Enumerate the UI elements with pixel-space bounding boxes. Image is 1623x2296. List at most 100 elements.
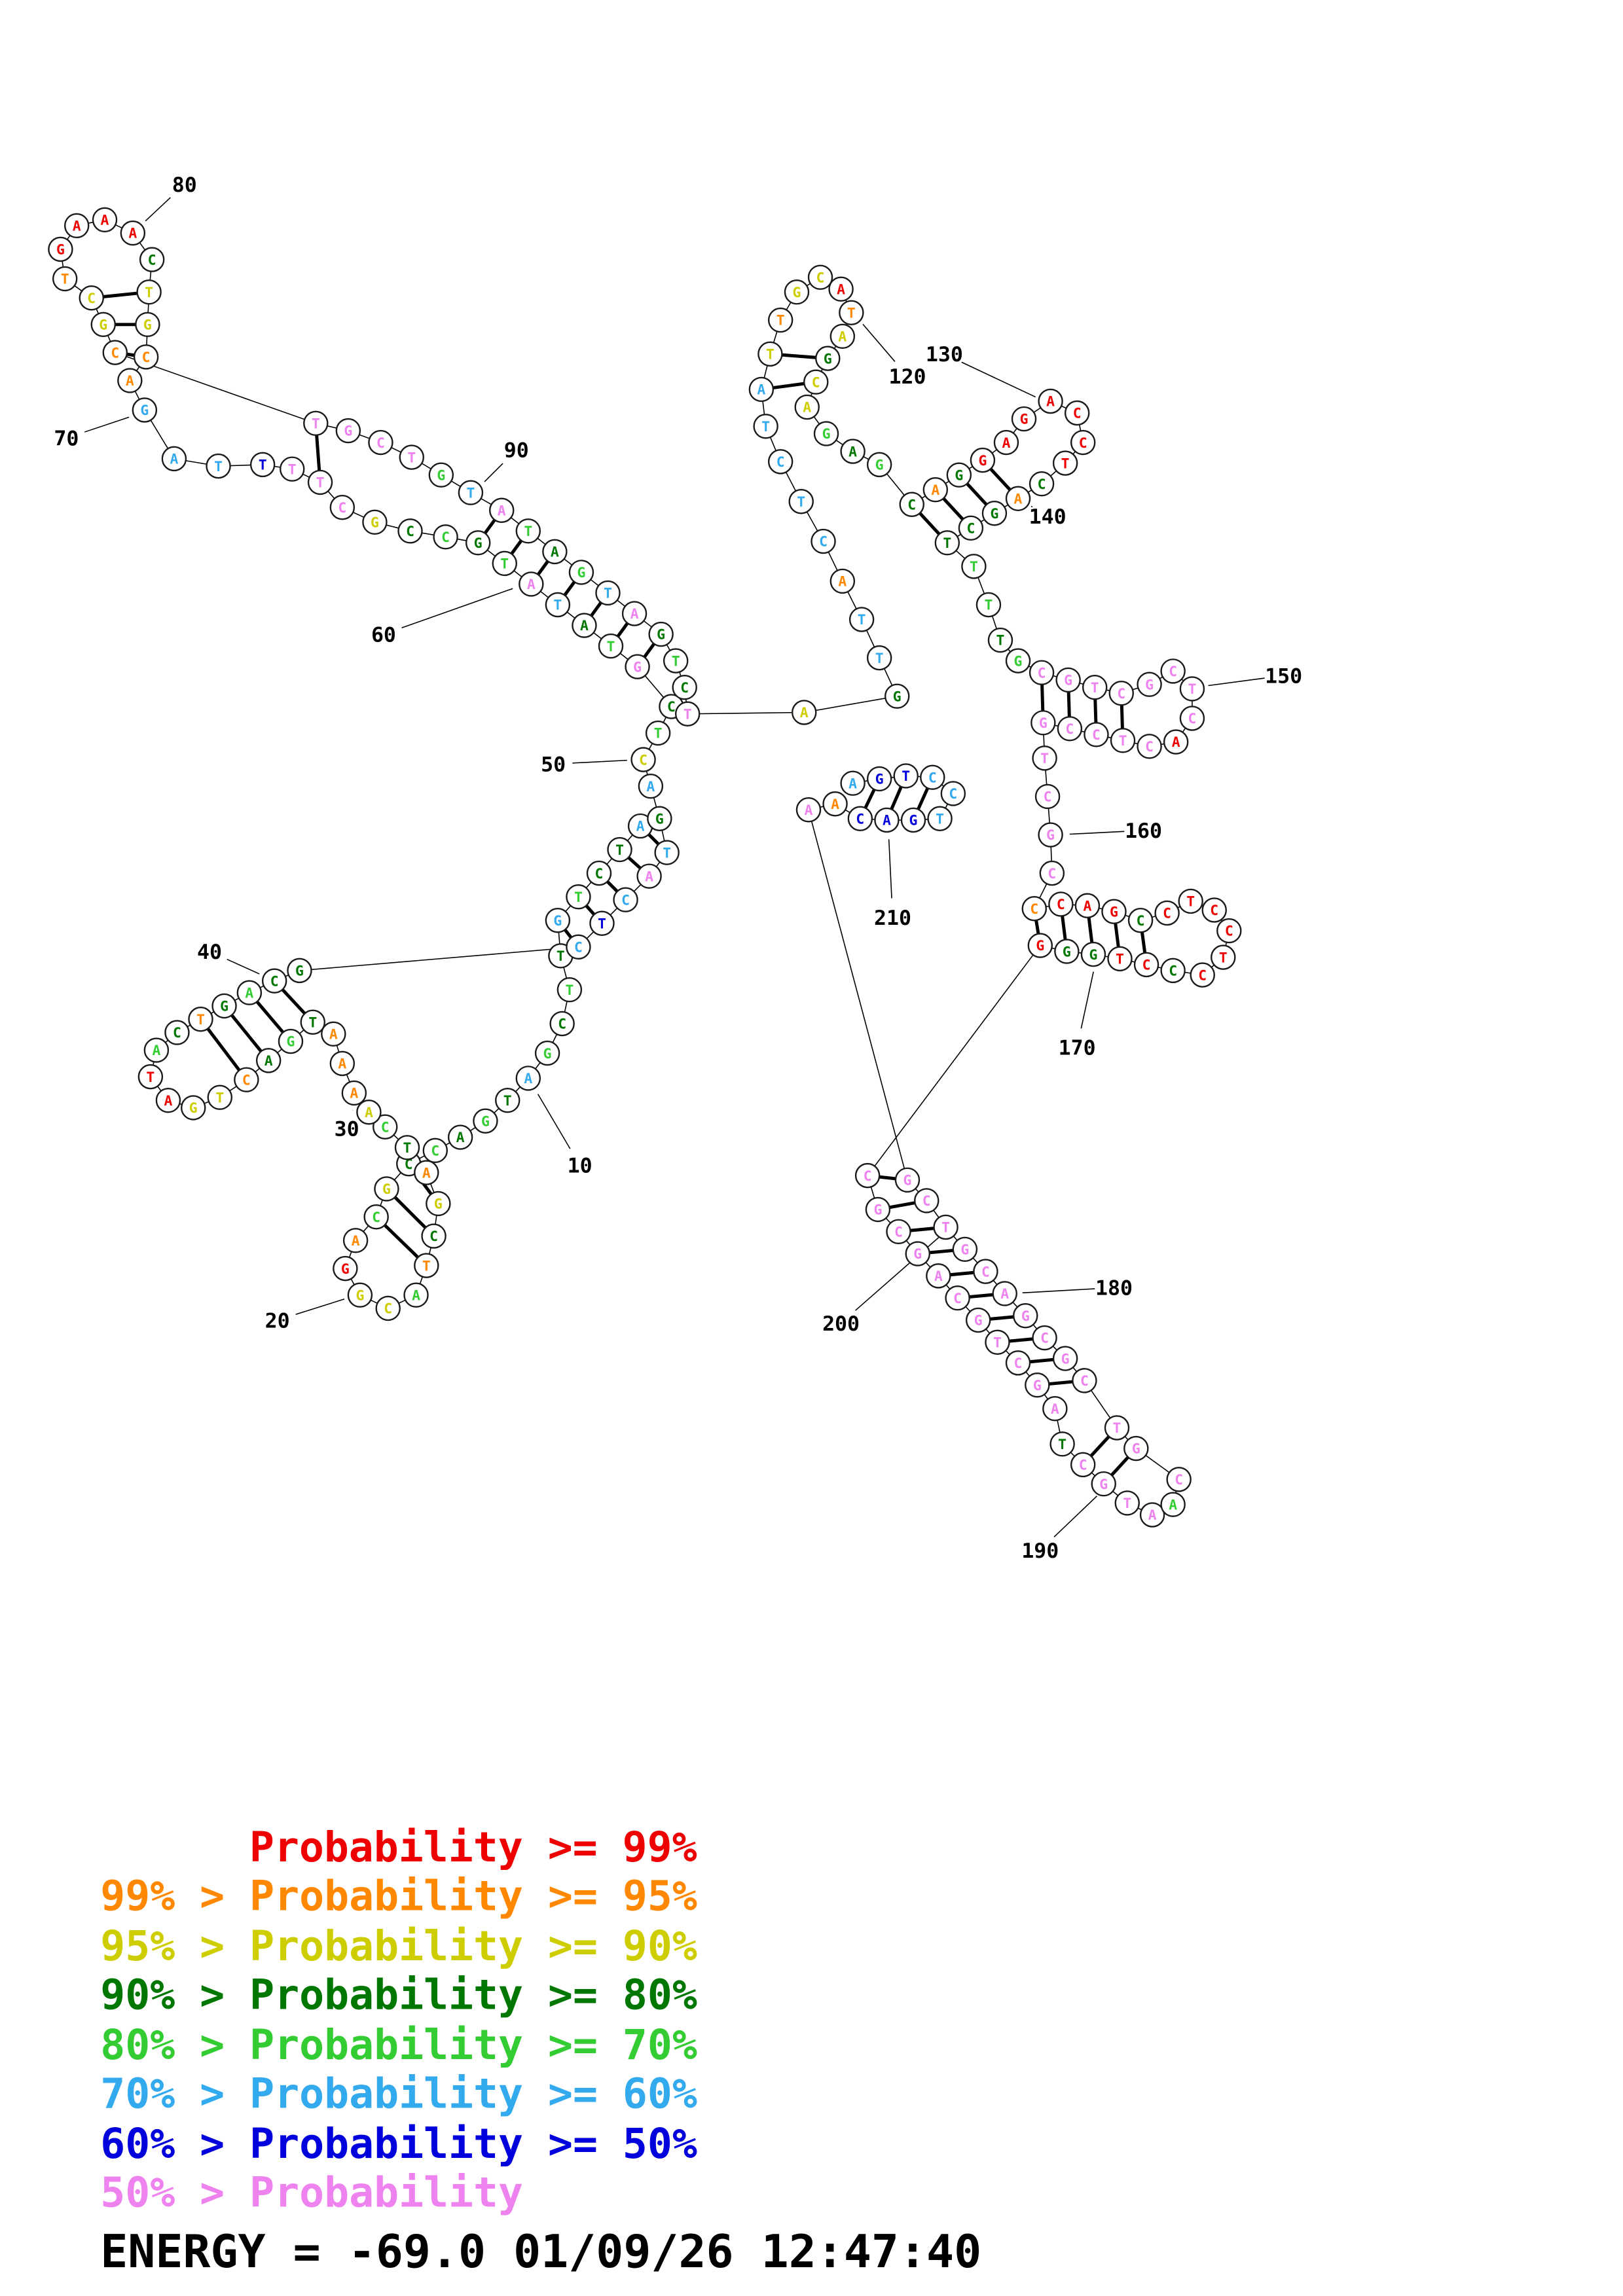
base-letter: A — [365, 1105, 373, 1121]
nucleotide-circle — [92, 207, 118, 233]
nucleotide-circle — [1039, 860, 1065, 886]
legend-row-99: Probability >= 99% — [249, 1823, 697, 1871]
base-letter: G — [295, 963, 304, 980]
nucleotide-circle — [795, 797, 822, 823]
nucleotide-circle — [958, 515, 984, 541]
base-letter: C — [639, 752, 647, 768]
nucleotide-circle — [788, 489, 814, 514]
nucleotide-circle — [1011, 406, 1037, 432]
nucleotide-circle — [1032, 745, 1057, 771]
base-letter: A — [883, 813, 891, 829]
nucleotide-circle — [1110, 728, 1136, 753]
nucleotide-circle — [473, 1108, 498, 1134]
nucleotide-circle — [374, 1176, 399, 1202]
nucleotide-circle — [1101, 899, 1127, 924]
base-letter: A — [524, 1071, 532, 1087]
energy-text: ENERGY = -69.0 01/09/26 12:47:40 — [100, 2225, 981, 2278]
base-letter: T — [574, 889, 583, 906]
base-letter: A — [412, 1287, 420, 1304]
nucleotide-circle — [1049, 1431, 1075, 1457]
base-letter: T — [1186, 894, 1195, 910]
base-letter: G — [1021, 1308, 1030, 1325]
base-letter: T — [1219, 950, 1228, 966]
nucleotide-circle — [1030, 710, 1056, 736]
nucleotide-circle — [495, 1087, 520, 1113]
nucleotide-circle — [1072, 1368, 1097, 1393]
nucleotide-circle — [414, 1253, 439, 1278]
base-letter: G — [1064, 673, 1072, 689]
nucleotide-circle — [1179, 676, 1205, 702]
base-letter: G — [875, 772, 884, 788]
base-letter: G — [577, 565, 585, 581]
base-letter: A — [1000, 1286, 1009, 1302]
base-letter: T — [847, 305, 856, 321]
base-letter: T — [598, 916, 606, 932]
position-label-pointer — [1022, 1288, 1095, 1294]
base-letter: T — [422, 1258, 431, 1274]
base-letter: C — [1137, 913, 1145, 929]
base-letter: A — [800, 705, 809, 721]
nucleotide-circle — [848, 607, 875, 632]
base-letter: A — [245, 985, 253, 1001]
base-letter: T — [672, 653, 680, 670]
base-letter: A — [338, 1056, 346, 1073]
nucleotide-circle — [654, 840, 680, 865]
base-letter: C — [1169, 664, 1177, 680]
nucleotide-circle — [803, 369, 829, 395]
position-label: 80 — [172, 173, 197, 197]
base-letter: G — [1033, 1378, 1042, 1394]
base-letter: C — [142, 350, 151, 366]
base-letter: A — [1046, 394, 1055, 410]
base-letter: T — [996, 633, 1005, 649]
nucleotide-circle — [1054, 939, 1080, 964]
base-letter: G — [974, 1313, 983, 1329]
nucleotide-circle — [813, 421, 839, 446]
position-label-pointer — [484, 463, 503, 482]
base-letter: G — [822, 426, 831, 442]
position-label: 190 — [1021, 1539, 1059, 1563]
base-letter: T — [553, 598, 562, 614]
base-letter: C — [1142, 958, 1151, 974]
nucleotide-circle — [132, 397, 158, 423]
base-letter: A — [646, 779, 655, 795]
nucleotide-circle — [595, 580, 621, 606]
label-pointer-layer — [84, 197, 1265, 1537]
nucleotide-circle — [133, 344, 159, 370]
base-letter: T — [858, 612, 866, 628]
base-letter: A — [757, 382, 765, 399]
base-letter: A — [551, 545, 559, 561]
nucleotide-circle — [321, 1021, 346, 1047]
base-letter: C — [812, 374, 820, 391]
position-label-pointer — [1053, 1496, 1098, 1537]
nucleotide-circle — [300, 1009, 325, 1035]
nucleotide-circle — [368, 429, 393, 456]
base-letter: C — [376, 435, 385, 452]
position-label-pointer — [961, 361, 1036, 398]
nucleotide-circle — [356, 1100, 382, 1125]
nucleotide-circle — [515, 518, 541, 544]
nucleotide-circle — [181, 1095, 206, 1121]
base-letter: T — [993, 1335, 1002, 1351]
base-letter: G — [955, 467, 963, 484]
base-letter: C — [431, 1143, 439, 1159]
nucleotide-circle — [492, 550, 517, 577]
base-letter: G — [1089, 947, 1097, 963]
base-letter: G — [875, 457, 884, 474]
nucleotide-circle — [1025, 1372, 1050, 1398]
nucleotide-circle — [137, 1064, 164, 1090]
base-letter: C — [558, 1016, 566, 1033]
nucleotide-circle — [985, 1329, 1010, 1355]
nucleotide-circle — [1042, 1396, 1068, 1422]
base-letter: T — [1119, 733, 1127, 749]
base-letter: C — [949, 786, 957, 802]
base-letter: G — [893, 689, 902, 705]
position-label: 180 — [1095, 1277, 1133, 1300]
nucleotide-circle — [1032, 1325, 1057, 1351]
nucleotide-circle — [900, 807, 926, 833]
nucleotide-circle — [234, 1067, 259, 1092]
nucleotide-circle — [566, 884, 591, 910]
base-letter: A — [101, 212, 109, 228]
base-letter: G — [371, 514, 379, 531]
base-letter: G — [1061, 1351, 1070, 1367]
base-letter: C — [1080, 1373, 1089, 1390]
